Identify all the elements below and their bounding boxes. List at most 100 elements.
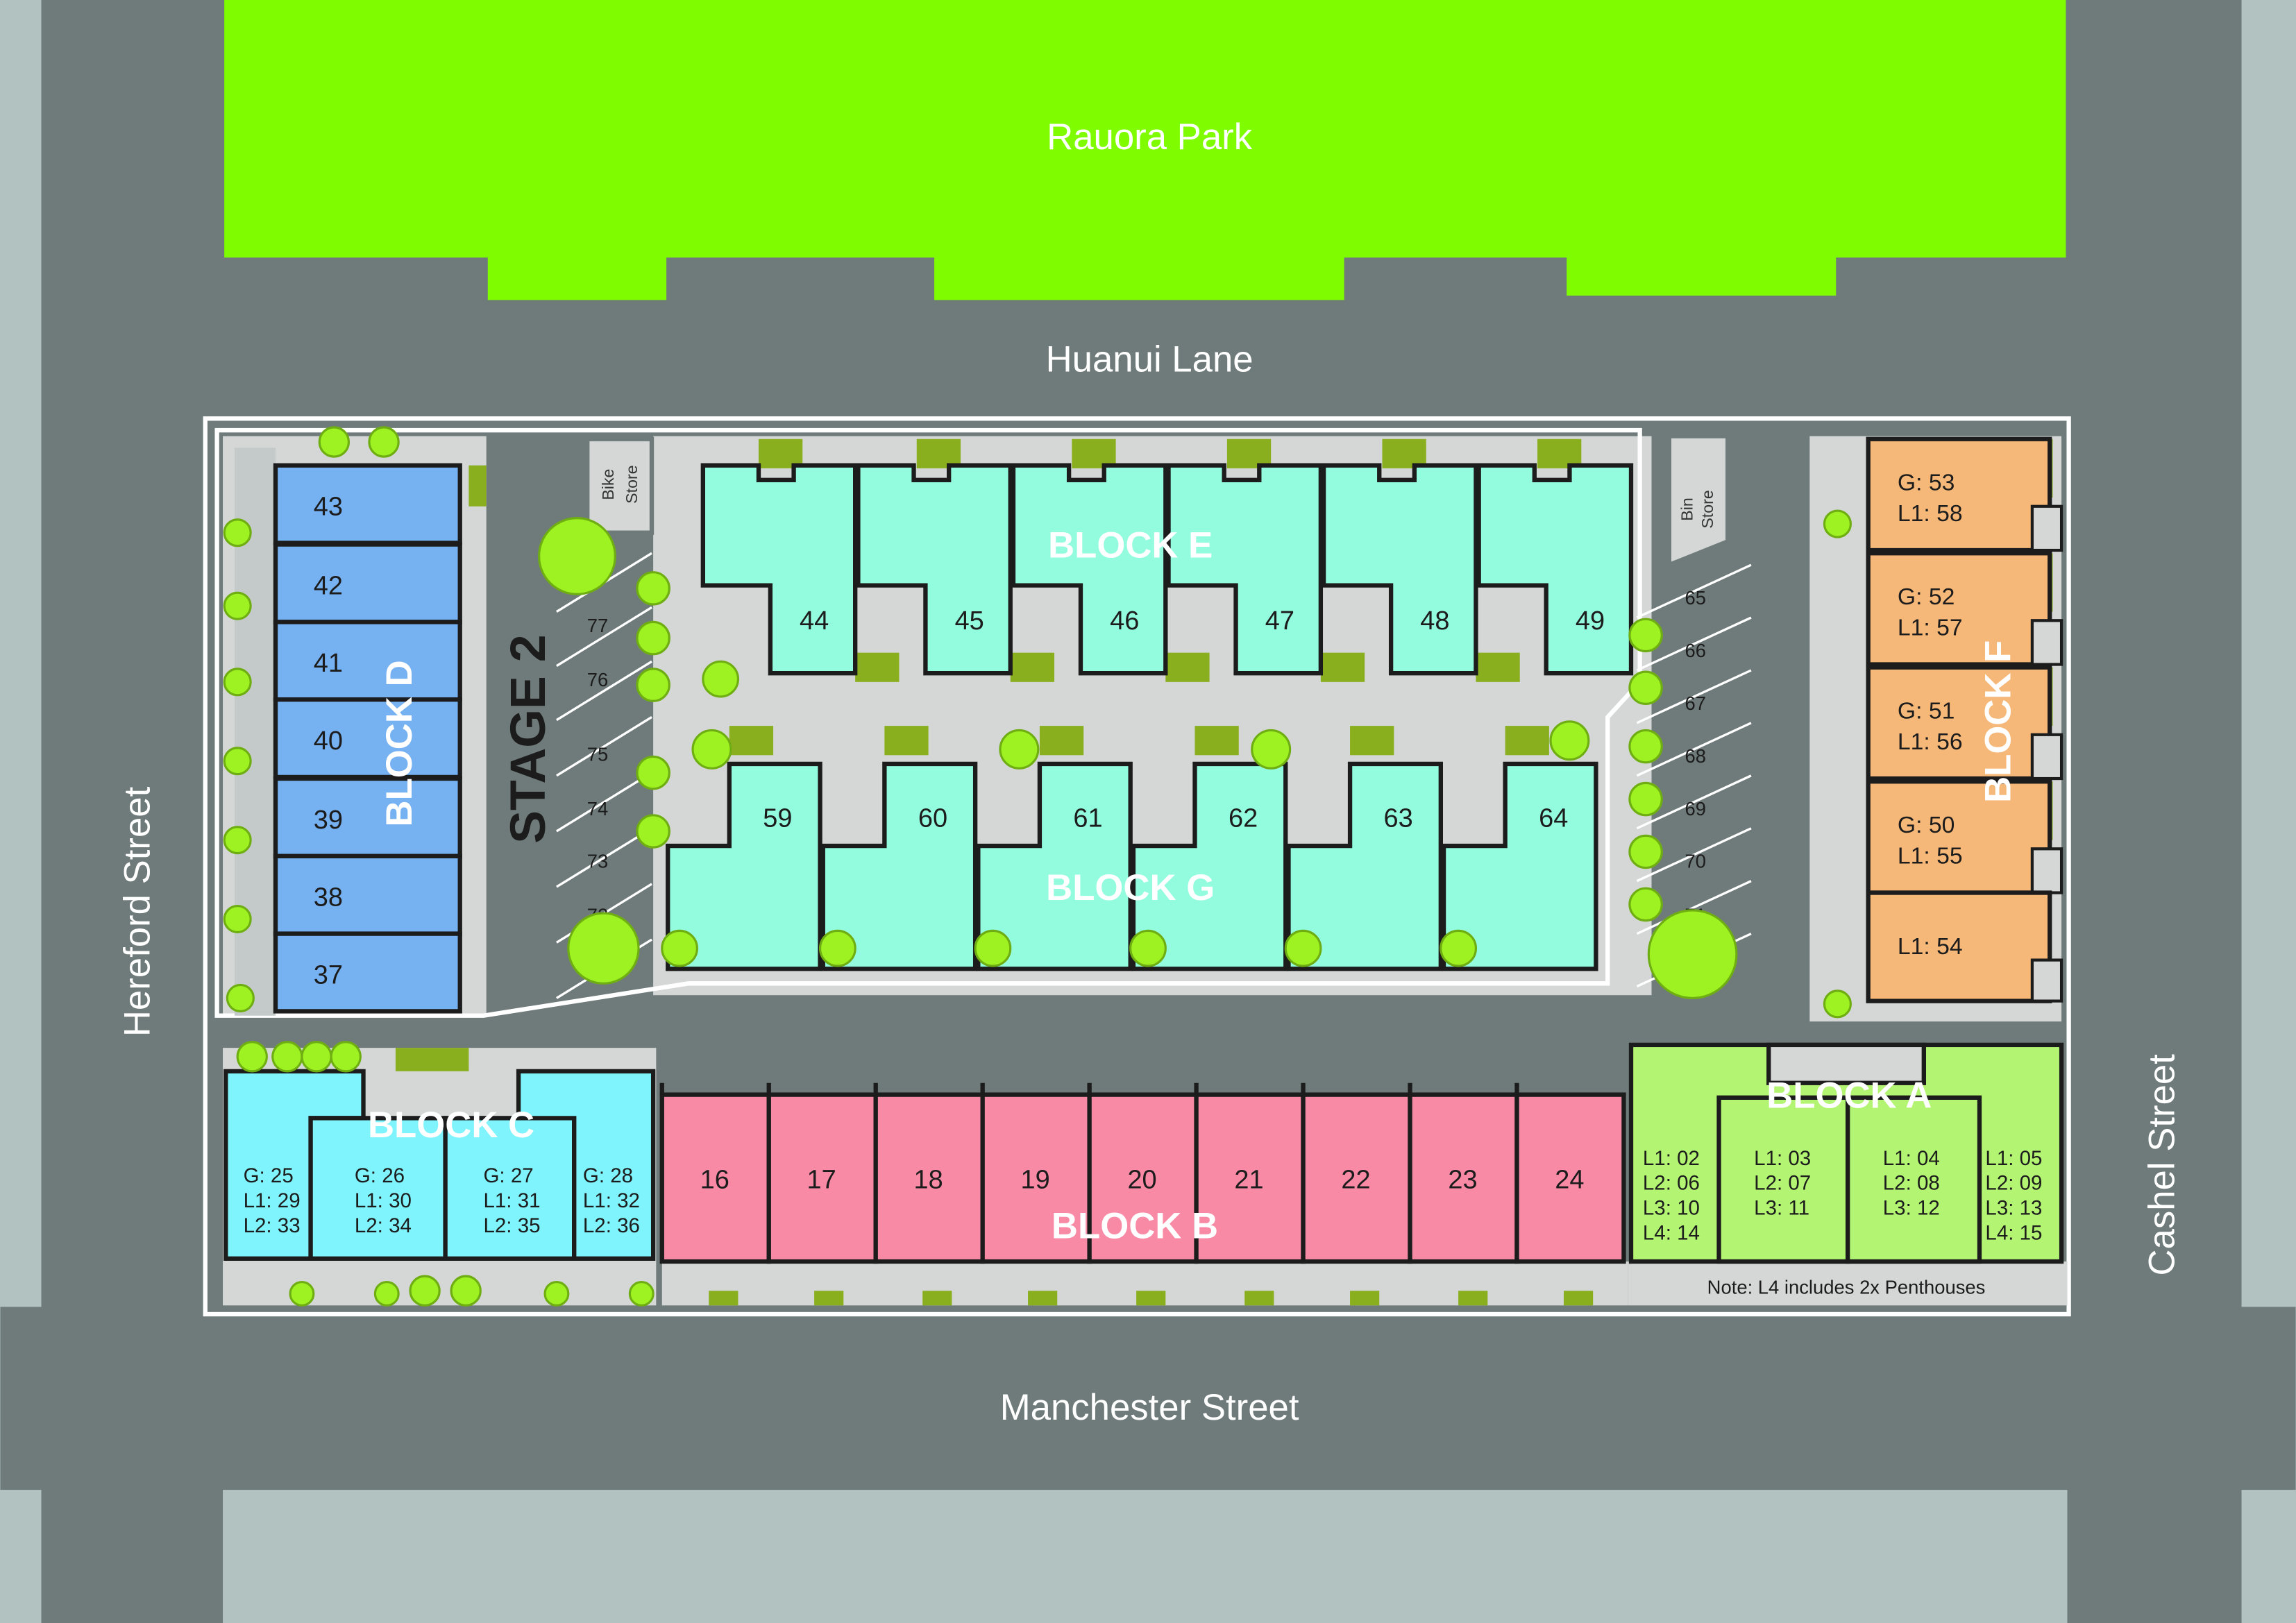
block-b-unit: [1087, 1092, 1199, 1264]
block-e-unit-number: 44: [800, 606, 829, 636]
parking-stall-line: [1636, 722, 1752, 777]
parking-stall-line: [556, 606, 652, 668]
planting-strip: [709, 1291, 738, 1306]
tree: [450, 1275, 482, 1307]
block-a-unit-level: L3: 13: [1985, 1197, 2042, 1220]
tree: [636, 620, 670, 656]
parking-stall-line: [556, 660, 652, 722]
block-d-unit-number: 42: [314, 571, 343, 600]
parking-space-number: 68: [1685, 745, 1706, 767]
parking-stall-line: [1636, 774, 1752, 830]
planting-strip: [1505, 726, 1549, 756]
tree: [636, 668, 670, 702]
parking-space-number: 74: [587, 798, 608, 819]
block-f-unit-level: G: 51: [1898, 698, 1955, 724]
block-b-unit-number: 22: [1341, 1166, 1370, 1195]
block-d-unit-number: 41: [314, 649, 343, 678]
tree: [1628, 618, 1663, 653]
planting-strip: [1136, 1291, 1166, 1306]
parking-space-number: 70: [1685, 851, 1706, 872]
block-b-unit: [980, 1092, 1092, 1264]
tree: [236, 1041, 268, 1073]
tree: [1647, 909, 1738, 999]
bike-store: Bike Store: [585, 436, 655, 535]
tree: [636, 814, 670, 849]
block-f-unit-level: L1: 56: [1898, 729, 1963, 755]
block-a-lobby: [1766, 1042, 1926, 1085]
block-f-unit: [1866, 890, 2052, 1003]
block-c-unit-level: L1: 30: [355, 1189, 412, 1212]
tree: [1823, 509, 1852, 538]
tree: [1823, 989, 1852, 1019]
tree: [409, 1275, 441, 1307]
block-b-unit: [1301, 1092, 1412, 1264]
rauora-park: [224, 0, 2066, 300]
block-e-unit-number: 49: [1576, 606, 1605, 636]
block-f-unit-level: G: 53: [1898, 470, 1955, 496]
parking-space-number: 65: [1685, 587, 1706, 609]
tree: [567, 912, 640, 985]
block-c-unit: [443, 1116, 577, 1261]
block-c-unit-level: G: 28: [583, 1164, 633, 1187]
parking-stall-lines: [556, 552, 1752, 999]
planting-strip: [922, 1291, 952, 1306]
block-c-unit-level: L2: 34: [355, 1214, 412, 1237]
tree: [974, 929, 1012, 967]
bin-store-label-1: Bin: [1678, 498, 1696, 521]
block-c-unit-level: L2: 35: [483, 1214, 540, 1237]
planting-strip: [1350, 726, 1394, 756]
tree: [226, 983, 255, 1012]
parking-stall-line: [1636, 880, 1752, 935]
block-b-unit: [1514, 1092, 1626, 1264]
stage-2-outline: [214, 427, 1642, 1018]
block-f-unit: [1866, 779, 2052, 895]
block-d-unit-number: 39: [314, 806, 343, 835]
tree: [543, 1280, 570, 1307]
block-g-unit: [820, 761, 978, 971]
parking-stall-line: [1636, 563, 1752, 619]
block-a-note: Note: L4 includes 2x Penthouses: [1707, 1276, 1986, 1298]
block-a-unit-level: L4: 15: [1985, 1221, 2042, 1244]
planting-strip: [729, 726, 774, 756]
tree: [1549, 720, 1590, 761]
block-a-unit-level: L1: 04: [1883, 1147, 1940, 1170]
block-g-unit-number: 61: [1073, 804, 1102, 833]
block-g-unit-number: 60: [918, 804, 947, 833]
manchester-street-label: Manchester Street: [1000, 1387, 1299, 1428]
tree: [999, 729, 1040, 770]
planting-strip: [1165, 652, 1210, 682]
rauora-park-label: Rauora Park: [1047, 117, 1253, 158]
block-a-unit-level: L3: 10: [1643, 1197, 1700, 1220]
planting-strip: [1028, 1291, 1058, 1306]
block-f-unit: [1866, 551, 2052, 667]
planting-strip: [1476, 652, 1520, 682]
bike-store-label-1: Bike: [599, 469, 617, 500]
block-f-label: BLOCK F: [1977, 640, 2018, 803]
tree: [318, 426, 351, 458]
block-e-unit-number: 48: [1420, 606, 1449, 636]
bin-store-label-2: Store: [1698, 490, 1716, 528]
huanui-lane-label: Huanui Lane: [1046, 339, 1253, 380]
block-d-unit-number: 38: [314, 883, 343, 912]
block-c-unit-level: L1: 32: [583, 1189, 640, 1212]
block-g-unit: [1441, 761, 1598, 971]
block-e-unit: [1011, 463, 1168, 676]
block-a-label: BLOCK A: [1766, 1076, 1932, 1116]
block-b-unit-number: 18: [914, 1166, 943, 1195]
planting-strip: [1039, 726, 1084, 756]
block-e-unit: [856, 463, 1013, 676]
block-b-unit-number: 17: [807, 1166, 836, 1195]
parking-space-number: 66: [1685, 640, 1706, 661]
block-b-unit-number: 21: [1234, 1166, 1263, 1195]
block-b-unit-number: 19: [1020, 1166, 1049, 1195]
planting-strip: [469, 465, 487, 507]
planting-strip: [814, 1291, 844, 1306]
tree: [1628, 670, 1663, 706]
block-d-unit-number: 37: [314, 960, 343, 989]
block-a-unit-level: L3: 12: [1883, 1197, 1940, 1220]
block-a-unit-level: L3: 11: [1754, 1197, 1809, 1220]
block-e-unit-number: 46: [1110, 606, 1139, 636]
